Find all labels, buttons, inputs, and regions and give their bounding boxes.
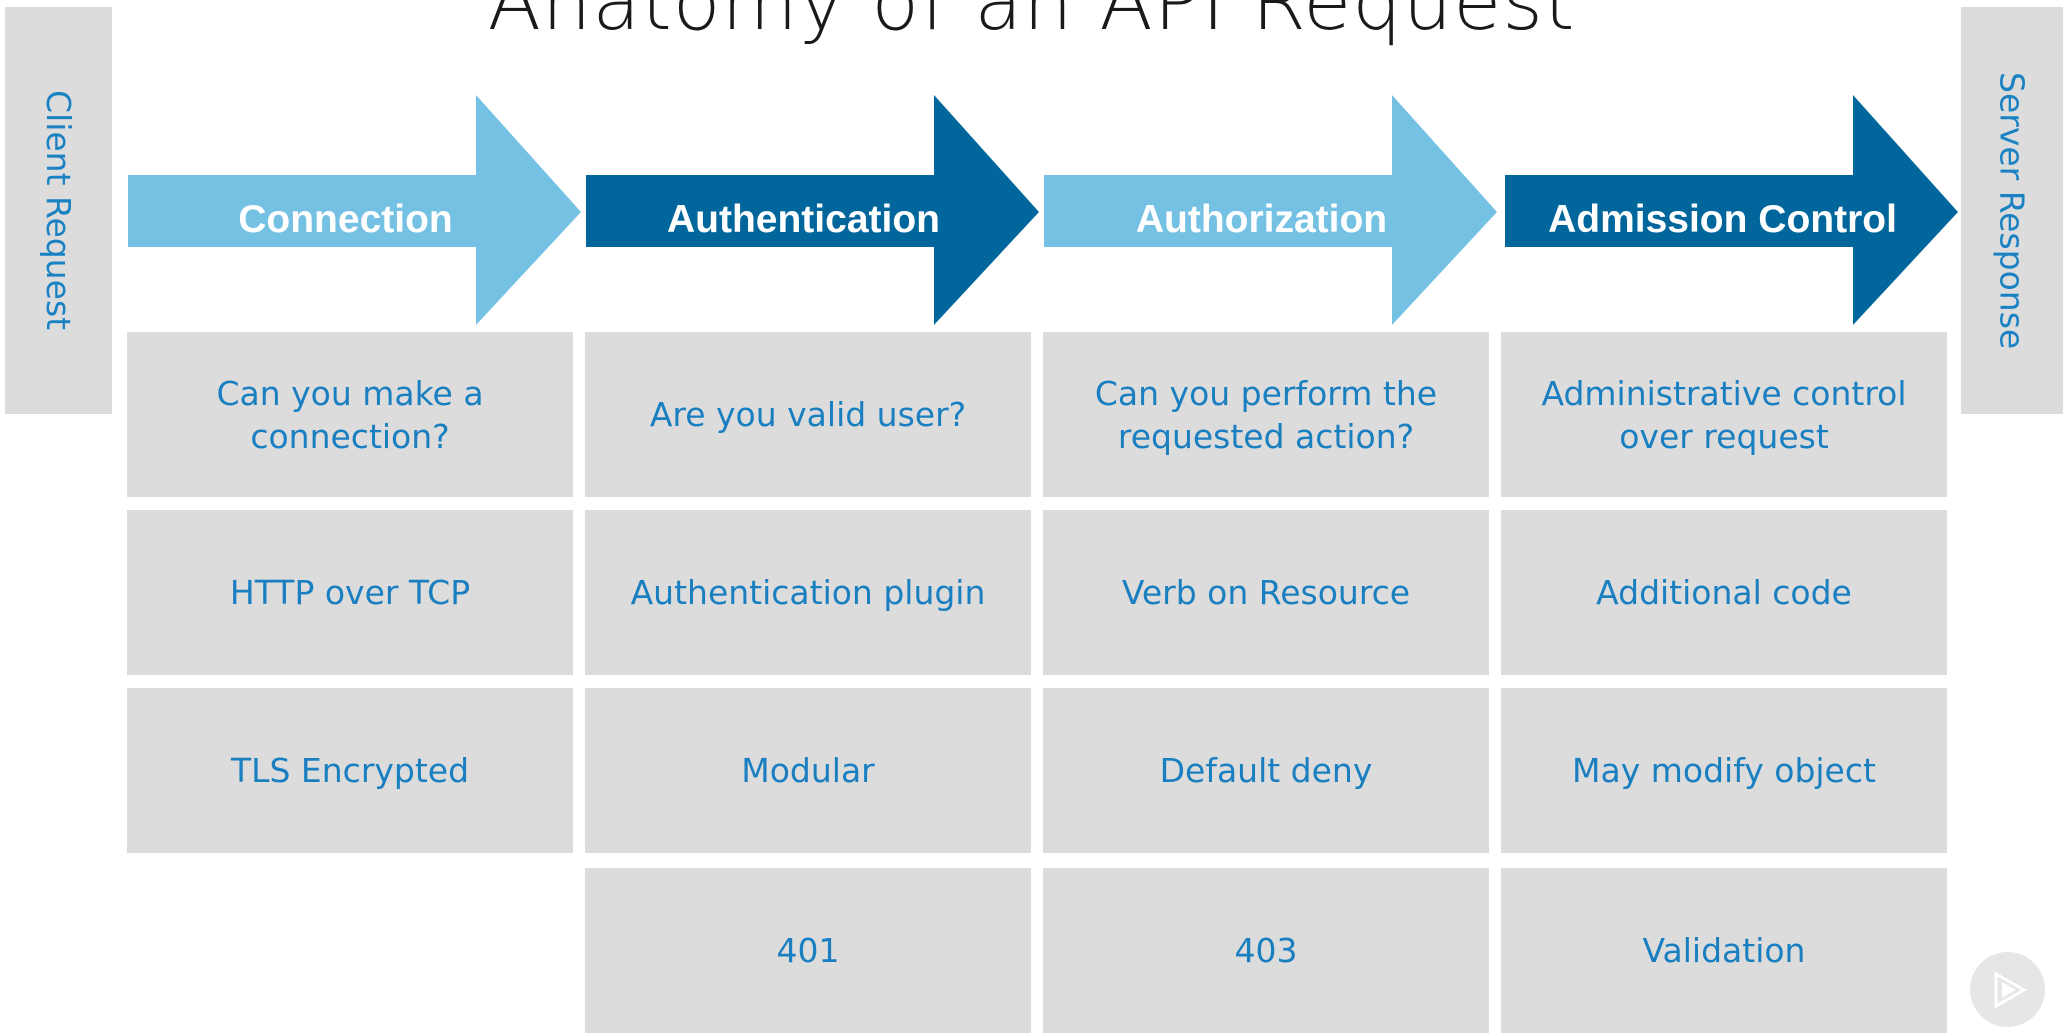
authorization-cell-1: Can you perform the requested action? [1043,332,1489,497]
authentication-cell-3: Modular [585,688,1031,853]
authorization-cell-3: Default deny [1043,688,1489,853]
stage-label: Authorization [1135,198,1388,241]
admission-cell-1: Administrative control over request [1501,332,1947,497]
server-response-tab: Server Response [1961,7,2063,414]
authorization-cell-2: Verb on Resource [1043,510,1489,675]
connection-cell-2: HTTP over TCP [127,510,573,675]
authentication-cell-4: 401 [585,868,1031,1033]
admission-cell-3: May modify object [1501,688,1947,853]
authentication-cell-1: Are you valid user? [585,332,1031,497]
stage-arrow-admission-control: Admission Control [1505,95,1965,330]
stage-arrow-authentication: Authentication [586,95,1046,330]
authorization-cell-4: 403 [1043,868,1489,1033]
client-request-label: Client Request [39,90,78,331]
server-response-label: Server Response [1992,71,2032,350]
stage-arrow-authorization: Authorization [1044,95,1504,330]
client-request-tab: Client Request [5,7,112,414]
connection-cell-3: TLS Encrypted [127,688,573,853]
stage-label: Authentication [667,198,940,241]
page-title: Anatomy of an API Request [487,0,1576,48]
play-icon [1994,970,2027,1009]
authentication-cell-2: Authentication plugin [585,510,1031,675]
connection-cell-1: Can you make a connection? [127,332,573,497]
admission-cell-2: Additional code [1501,510,1947,675]
stage-arrow-connection: Connection [128,95,588,330]
play-button[interactable] [1970,952,2045,1027]
admission-cell-4: Validation [1501,868,1947,1033]
stage-label: Connection [238,198,453,241]
stage-label: Admission Control [1548,198,1897,241]
